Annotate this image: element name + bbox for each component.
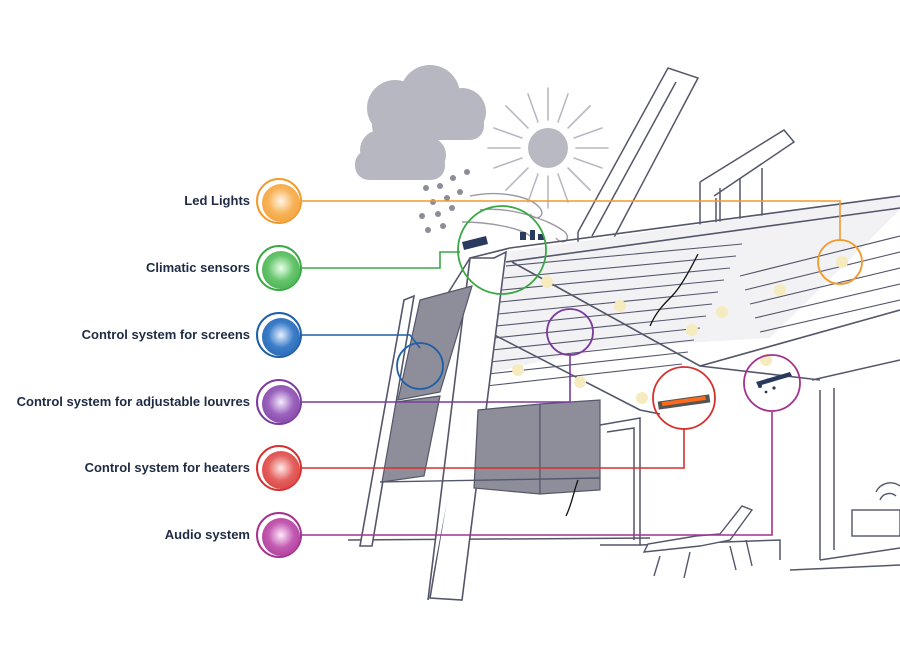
legend-label: Control system for adjustable louvres [16, 394, 250, 409]
pergola-posts [359, 250, 507, 601]
led-lights-icon [256, 178, 302, 224]
cables [565, 253, 699, 517]
heater-device [657, 394, 711, 410]
legend-label: Control system for heaters [84, 460, 250, 475]
legend-label: Control system for screens [81, 327, 250, 342]
louvres-icon [256, 379, 302, 425]
rain-icon [419, 169, 470, 233]
sun-icon [487, 87, 609, 209]
legend-label: Climatic sensors [145, 260, 250, 275]
heaters-icon [256, 445, 302, 491]
screens-icon [256, 312, 302, 358]
sun-lounger [642, 505, 754, 579]
louvred-roof [439, 195, 900, 415]
audio-icon [756, 372, 792, 394]
climatic-sensors-icon [256, 245, 302, 291]
cloud-icon [355, 65, 486, 180]
audio-system-icon [256, 512, 302, 558]
climatic-sensor-device [462, 230, 544, 250]
legend-label: Audio system [164, 527, 250, 542]
speaker-device [851, 482, 900, 537]
legend-label: Led Lights [184, 193, 250, 208]
screens [379, 285, 601, 495]
